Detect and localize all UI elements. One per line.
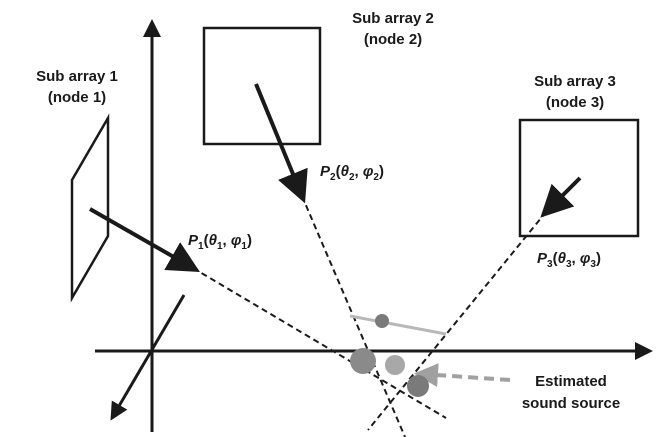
estimated-label: Estimated (535, 373, 607, 390)
sub-array-3-shape (518, 118, 640, 238)
node-3-label: (node 3) (546, 94, 604, 111)
candidate-point-top (375, 314, 389, 328)
point-p3-label: P3(θ3, φ3) (537, 250, 601, 270)
p1-phi-sub: 1 (241, 241, 247, 252)
p1-theta-sub: 1 (217, 241, 223, 252)
node-2-label: (node 2) (364, 31, 422, 48)
sub-array-2-shape (202, 26, 322, 146)
p2-phi-sub: 2 (373, 172, 379, 183)
estimate-arrow (414, 363, 511, 388)
p2-sub: 2 (330, 172, 336, 183)
sub-array-1-label: Sub array 1 (36, 68, 118, 85)
p1-sub: 1 (198, 241, 204, 252)
p3-theta: θ (558, 250, 567, 267)
sub-array-2-label: Sub array 2 (352, 10, 434, 27)
p2-theta-sub: 2 (349, 172, 355, 183)
sub-array-1-shape (70, 113, 110, 303)
doa-arrow-3 (540, 176, 582, 218)
p3-sub: 3 (547, 259, 553, 270)
p3-phi-sub: 3 (590, 259, 596, 270)
p2-letter: P (320, 163, 331, 180)
z-axis (110, 294, 186, 421)
p2-phi: φ (363, 163, 374, 180)
direction-line-1 (192, 267, 447, 419)
candidate-point-center (385, 355, 405, 375)
p3-letter: P (537, 250, 548, 267)
p1-theta: θ (209, 232, 218, 249)
candidate-point-left (350, 348, 376, 374)
point-p1-label: P1(θ1, φ1) (188, 232, 252, 252)
p2-theta: θ (341, 163, 350, 180)
node-1-label: (node 1) (48, 89, 106, 106)
p1-phi: φ (231, 232, 242, 249)
gray-pointer-line (349, 314, 447, 336)
doa-arrow-1 (89, 207, 200, 272)
candidate-point-right (407, 375, 429, 397)
p1-letter: P (188, 232, 199, 249)
p3-phi: φ (580, 250, 591, 267)
sub-array-3-label: Sub array 3 (534, 73, 616, 90)
point-p2-label: P2(θ2, φ2) (320, 163, 384, 183)
sound-source-label: sound source (522, 395, 620, 412)
doa-arrow-2 (254, 83, 308, 204)
p3-theta-sub: 3 (566, 259, 572, 270)
direction-line-3 (367, 211, 547, 431)
